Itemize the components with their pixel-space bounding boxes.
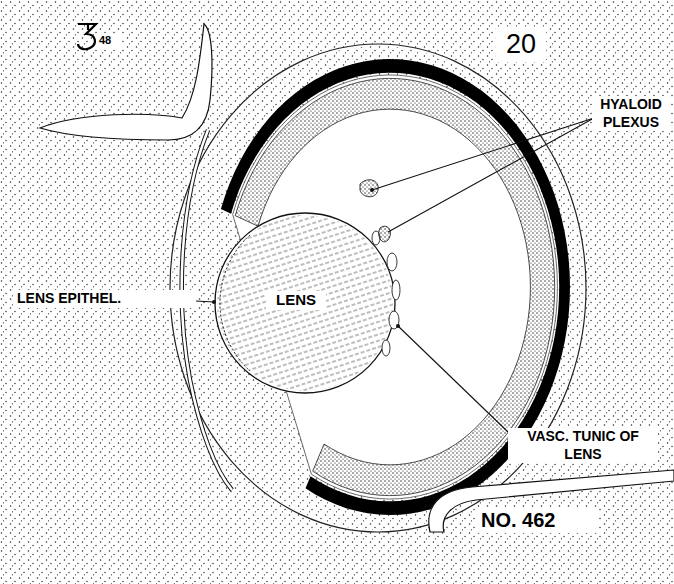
monogram-number: 48 — [96, 34, 122, 48]
lens-outline — [215, 213, 395, 393]
vascular-tunic — [372, 231, 400, 356]
lid-fold — [40, 24, 212, 140]
structure-label: HYALOID PLEXUS — [592, 96, 670, 131]
leader-lines — [196, 118, 594, 432]
leader-dot — [396, 324, 400, 328]
specimen-number: NO. 462 — [478, 508, 598, 533]
plate-number: 20 — [496, 28, 546, 62]
lower-lid-fold — [429, 470, 674, 532]
structure-label: LENS EPITHEL. — [14, 290, 196, 308]
lens-fibres — [217, 215, 393, 391]
leader-dot — [212, 300, 216, 304]
structure-label: VASC. TUNIC OF LENS — [508, 428, 658, 463]
artist-monogram — [78, 24, 96, 49]
lens-epithelium — [220, 235, 250, 371]
structure-label: LENS — [266, 291, 326, 310]
leader-dot — [370, 188, 374, 192]
